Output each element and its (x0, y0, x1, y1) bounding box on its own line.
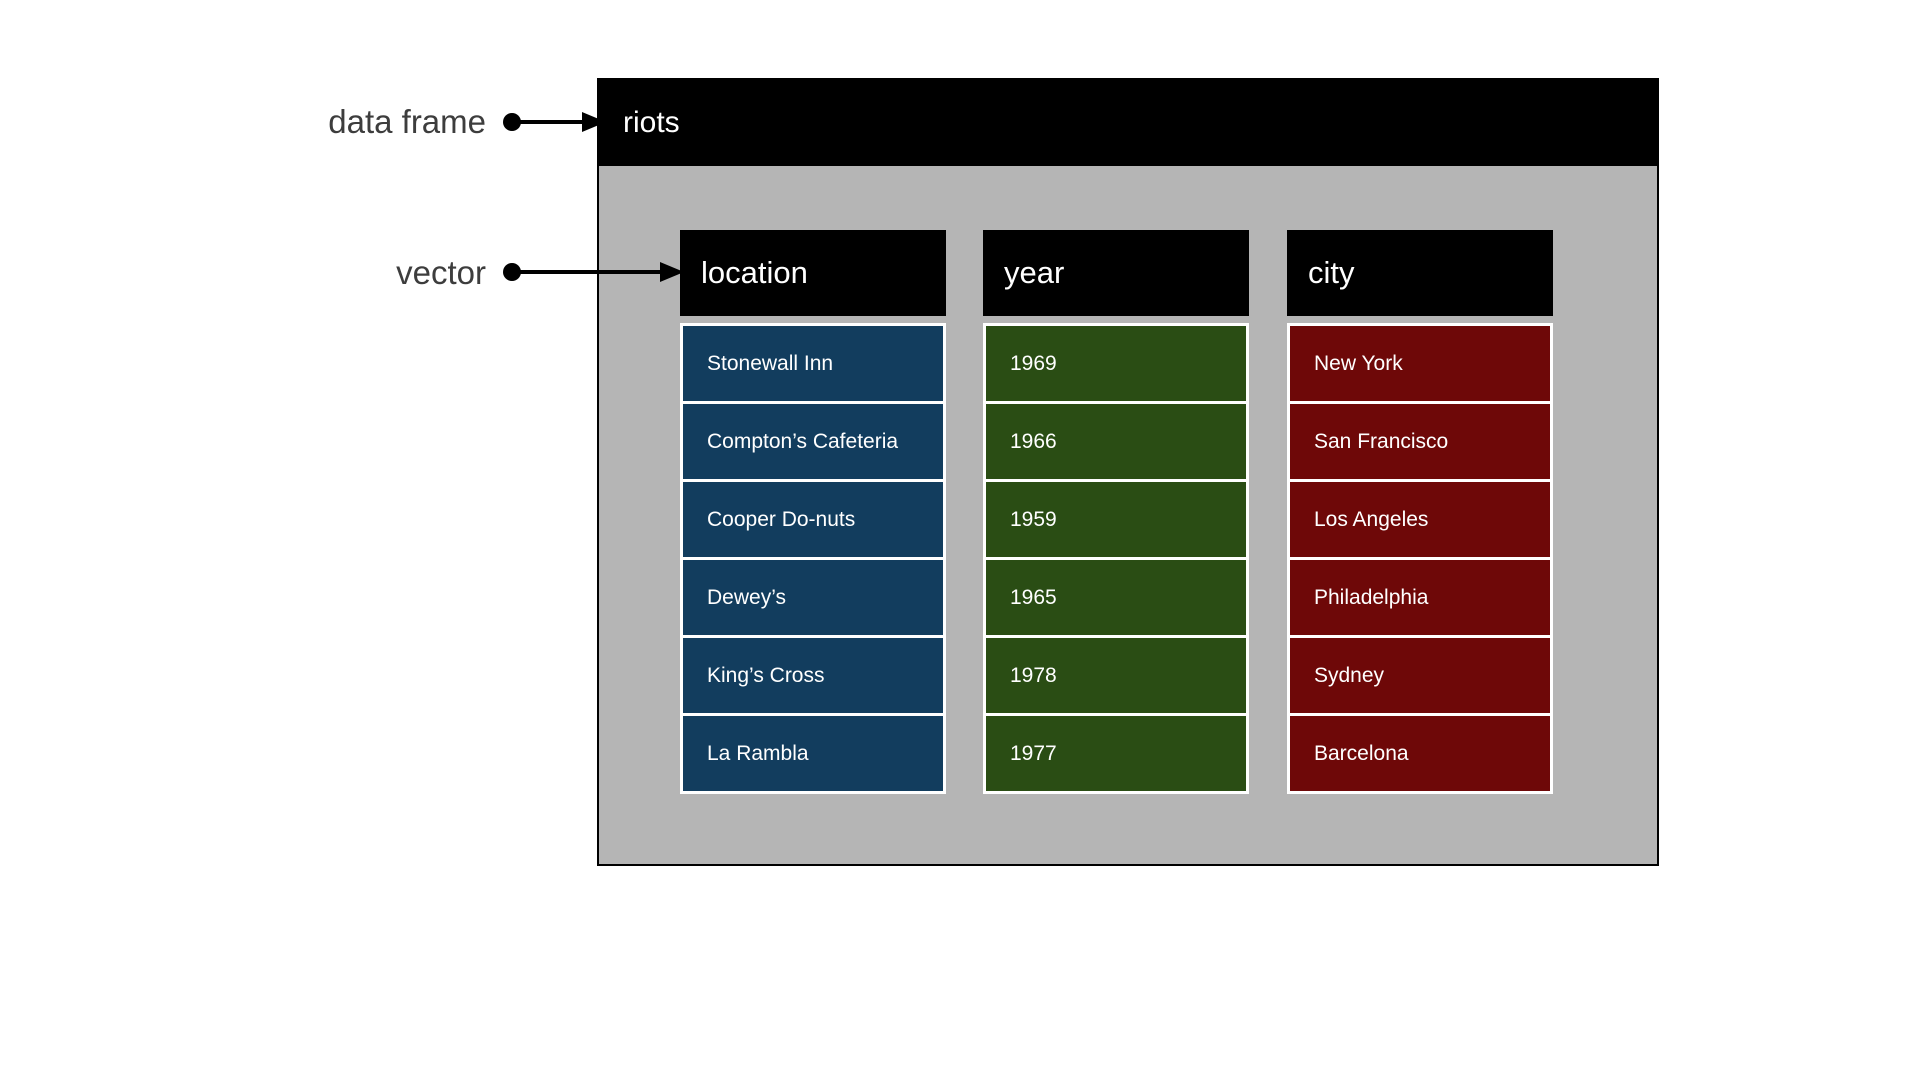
cell-city-1: New York (1287, 323, 1553, 404)
column-cells-city: New York San Francisco Los Angeles Phila… (1287, 323, 1553, 794)
cell-location-4: Dewey’s (680, 557, 946, 638)
vector-column-location: location Stonewall Inn Compton’s Cafeter… (680, 230, 946, 794)
column-cells-location: Stonewall Inn Compton’s Cafeteria Cooper… (680, 323, 946, 794)
cell-year-1: 1969 (983, 323, 1249, 404)
vector-arrow-icon (503, 262, 684, 282)
cell-city-3: Los Angeles (1287, 479, 1553, 560)
column-cells-year: 1969 1966 1959 1965 1978 1977 (983, 323, 1249, 794)
vector-column-year: year 1969 1966 1959 1965 1978 1977 (983, 230, 1249, 794)
cell-year-6: 1977 (983, 713, 1249, 794)
cell-year-2: 1966 (983, 401, 1249, 482)
cell-year-3: 1959 (983, 479, 1249, 560)
cell-year-5: 1978 (983, 635, 1249, 716)
cell-city-5: Sydney (1287, 635, 1553, 716)
cell-location-5: King’s Cross (680, 635, 946, 716)
column-header-year: year (983, 230, 1249, 316)
cell-city-6: Barcelona (1287, 713, 1553, 794)
column-header-city: city (1287, 230, 1553, 316)
data-frame-arrow-icon (503, 112, 606, 132)
data-frame-container: riots location Stonewall Inn Compton’s C… (597, 78, 1659, 866)
cell-location-1: Stonewall Inn (680, 323, 946, 404)
cell-city-2: San Francisco (1287, 401, 1553, 482)
cell-location-2: Compton’s Cafeteria (680, 401, 946, 482)
vector-label: vector (396, 254, 486, 291)
data-frame-label: data frame (328, 103, 486, 140)
vector-column-city: city New York San Francisco Los Angeles … (1287, 230, 1553, 794)
cell-location-3: Cooper Do-nuts (680, 479, 946, 560)
cell-location-6: La Rambla (680, 713, 946, 794)
data-frame-title: riots (623, 106, 680, 139)
column-header-location: location (680, 230, 946, 316)
cell-year-4: 1965 (983, 557, 1249, 638)
cell-city-4: Philadelphia (1287, 557, 1553, 638)
data-frame-titlebar: riots (599, 80, 1657, 166)
data-frame-body: location Stonewall Inn Compton’s Cafeter… (599, 166, 1657, 864)
